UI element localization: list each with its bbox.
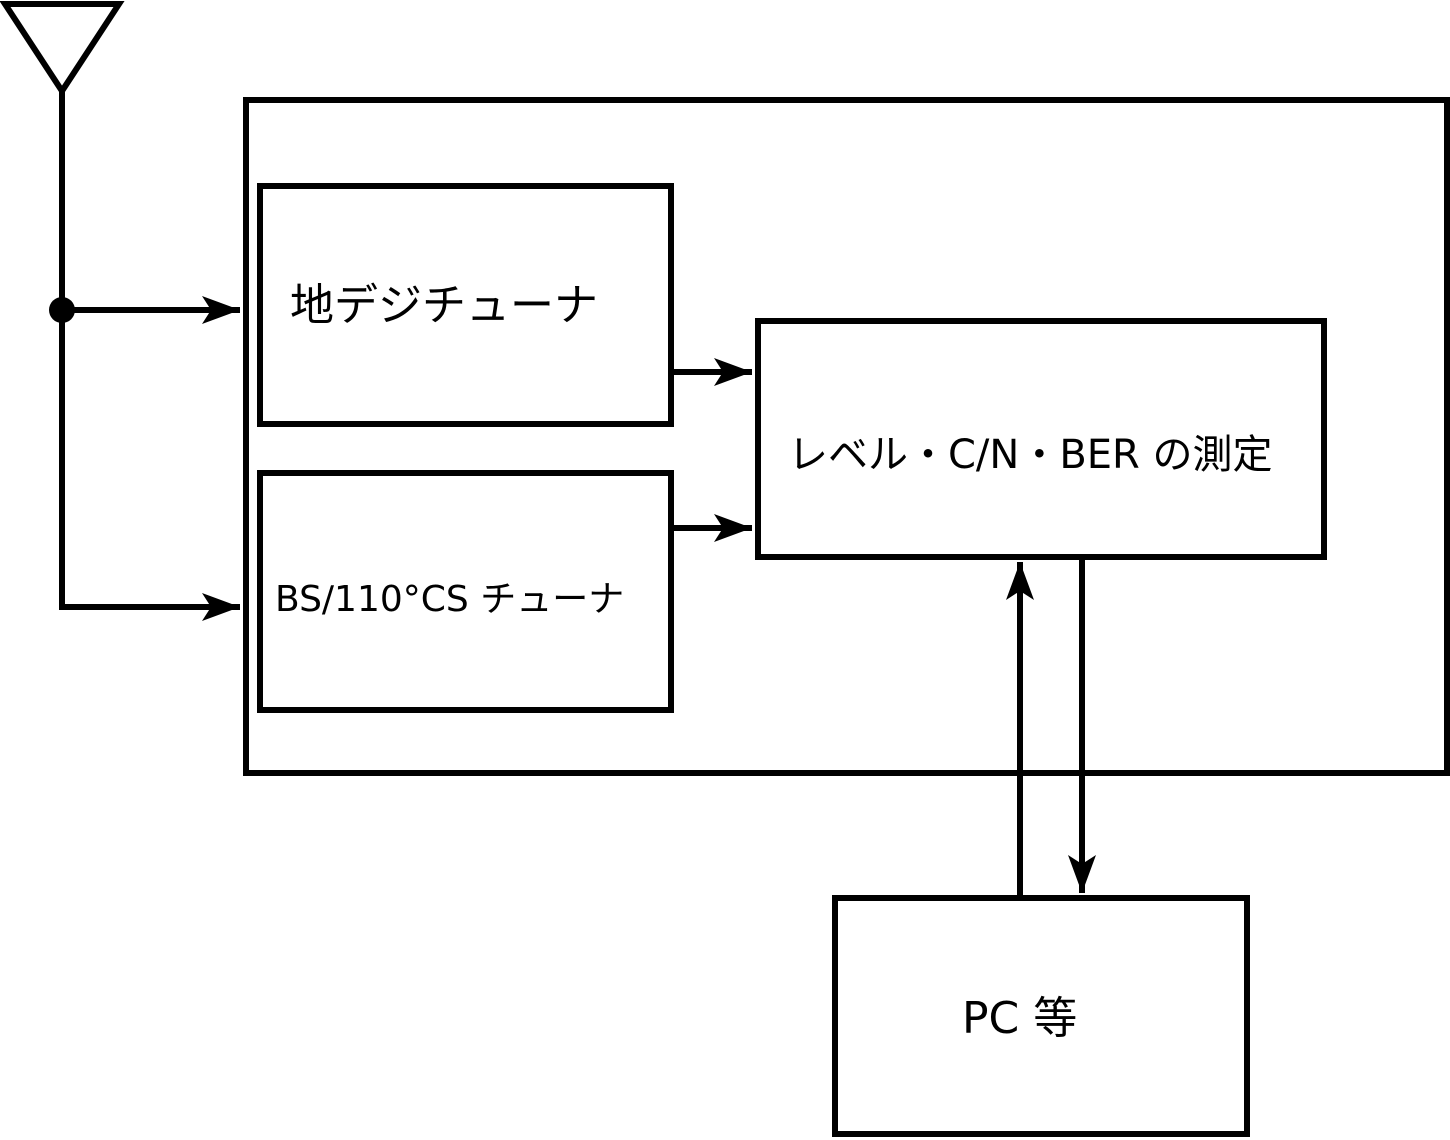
measurement-block: レベル・C/N・BER の測定 [755, 318, 1327, 560]
pc-block: PC 等 [832, 895, 1250, 1137]
terrestrial-tuner-label: 地デジチューナ [290, 280, 598, 331]
antenna-icon [0, 1, 125, 610]
terrestrial-tuner-block: 地デジチューナ [257, 183, 674, 427]
satellite-tuner-block: BS/110°CS チューナ [257, 470, 674, 713]
satellite-tuner-label: BS/110°CS チューナ [275, 579, 624, 620]
measurement-label: レベル・C/N・BER の測定 [788, 432, 1273, 478]
pc-label: PC 等 [962, 993, 1077, 1044]
